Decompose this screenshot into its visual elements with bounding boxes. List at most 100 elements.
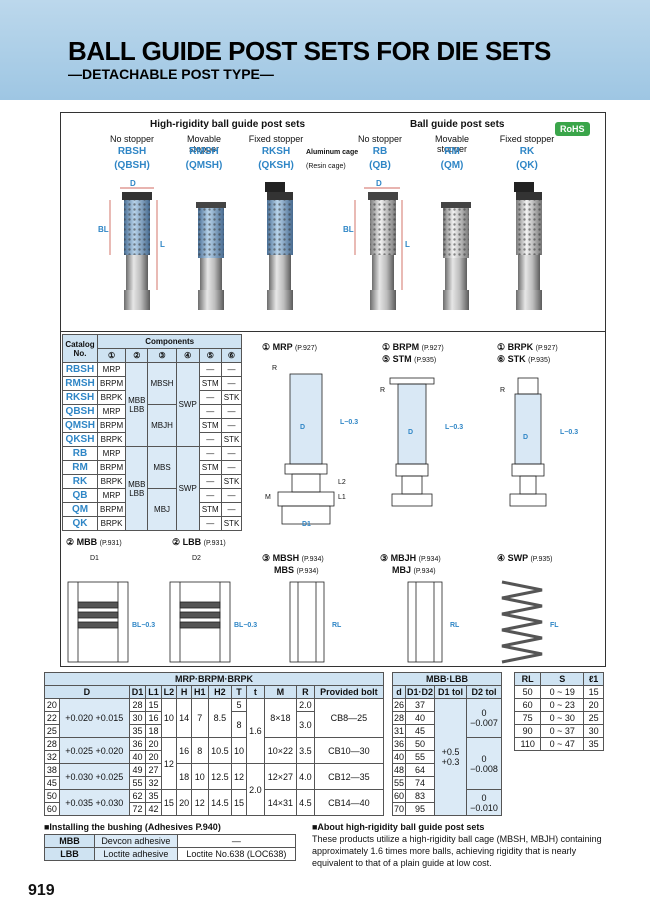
col-header: ① xyxy=(96,348,127,363)
col-header: d xyxy=(391,685,407,699)
cell: — xyxy=(198,516,222,531)
cell: — xyxy=(198,404,222,419)
section-divider xyxy=(60,331,606,332)
catalog-cell[interactable]: QBSH xyxy=(62,404,98,419)
cell: STM xyxy=(198,376,222,391)
catalog-cell[interactable]: RK xyxy=(62,474,98,489)
cell: MBJH xyxy=(147,404,177,447)
svg-text:D: D xyxy=(523,434,528,441)
catalog-cell[interactable]: RBSH xyxy=(62,362,98,377)
installing-title: ■Installing the bushing (Adhesives P.940… xyxy=(44,822,221,832)
col-header: D2 tol xyxy=(466,685,502,699)
table-row: QMSH BRPM STM — xyxy=(62,418,243,433)
product-alt-code[interactable]: (QK) xyxy=(516,160,538,171)
variant-label: No stopper xyxy=(357,134,403,144)
product-code[interactable]: RM xyxy=(444,146,460,157)
cell: — xyxy=(220,376,243,391)
product-photos: D BL L D BL L xyxy=(98,179,542,310)
page-header: BALL GUIDE POST SETS FOR DIE SETS —DETAC… xyxy=(0,0,650,100)
catalog-cell[interactable]: RM xyxy=(62,460,98,475)
cell: STM xyxy=(198,418,222,433)
svg-text:D2: D2 xyxy=(192,555,201,562)
table-row: QB MRP MBJ — — xyxy=(62,488,243,531)
svg-text:D1: D1 xyxy=(302,521,311,528)
cell: BRPK xyxy=(96,516,127,531)
catalog-cell[interactable]: QM xyxy=(62,502,98,517)
cell: MBJ xyxy=(147,488,177,531)
table-row: RM BRPM STM — xyxy=(62,460,243,475)
col-header: H1 xyxy=(191,685,209,699)
table-row: QM BRPM STM — xyxy=(62,502,243,517)
col-header: D1 tol xyxy=(434,685,468,699)
cell: — xyxy=(198,390,222,405)
product-code[interactable]: RBSH xyxy=(117,146,147,157)
photo-dimension-lines xyxy=(109,187,403,290)
photo-rm xyxy=(441,202,471,310)
svg-text:L2: L2 xyxy=(338,479,346,486)
drawing-label-stk: ⑥ STK (P.935) xyxy=(497,354,551,364)
variant-label: Fixed stopper xyxy=(499,134,555,144)
col-header: ⑥ xyxy=(220,348,243,363)
col-header: ③ xyxy=(147,348,177,363)
col-header: t xyxy=(245,685,265,699)
drawing-label-brpk: ① BRPK (P.927) xyxy=(497,342,558,352)
cage-note-aluminum: Aluminum cage xyxy=(306,149,359,156)
catalog-cell[interactable]: RKSH xyxy=(62,390,98,405)
product-code[interactable]: RMSH xyxy=(189,146,219,157)
catalog-cell[interactable]: QMSH xyxy=(62,418,98,433)
col-header: L2 xyxy=(160,685,178,699)
svg-text:BL−0.3: BL−0.3 xyxy=(234,622,257,629)
table-row: RB MRP MBB LBB MBS SWP — — xyxy=(62,446,243,531)
cell: MRP xyxy=(96,404,127,419)
col-header: RL xyxy=(513,672,542,686)
cell: BRPM xyxy=(96,418,127,433)
photo-rbsh xyxy=(122,192,152,310)
svg-text:M: M xyxy=(265,494,271,501)
table-row: QK BRPK — STK xyxy=(62,516,243,531)
catalog-cell[interactable]: QKSH xyxy=(62,432,98,447)
cell: STM xyxy=(198,502,222,517)
product-alt-code[interactable]: (QB) xyxy=(369,160,391,171)
cage-note-resin: (Resin cage) xyxy=(306,163,346,170)
cell: — xyxy=(198,432,222,447)
drawing-label-swp: ④ SWP (P.935) xyxy=(497,553,553,563)
cell: BRPM xyxy=(96,460,127,475)
product-code[interactable]: RK xyxy=(519,146,535,157)
variant-label: Movable stopper xyxy=(186,134,222,154)
product-code[interactable]: RB xyxy=(372,146,388,157)
table-row: 45 55 32 xyxy=(44,776,384,790)
table-row: QBSH MRP MBJH — — xyxy=(62,404,243,447)
svg-text:R: R xyxy=(380,387,385,394)
svg-text:FL: FL xyxy=(550,622,559,629)
svg-text:L−0.3: L−0.3 xyxy=(445,424,463,431)
product-code[interactable]: RKSH xyxy=(261,146,291,157)
svg-text:R: R xyxy=(500,387,505,394)
drawing-label-stm: ⑤ STM (P.935) xyxy=(382,354,437,364)
col-header: D1·D2 xyxy=(405,685,436,699)
svg-text:BL−0.3: BL−0.3 xyxy=(132,622,155,629)
svg-text:D: D xyxy=(408,429,413,436)
product-alt-code[interactable]: (QKSH) xyxy=(258,160,294,171)
catalog-cell[interactable]: RB xyxy=(62,446,98,461)
product-alt-code[interactable]: (QM) xyxy=(440,160,464,171)
cell: MRP xyxy=(96,488,127,503)
cell: — xyxy=(198,474,222,489)
catalog-cell[interactable]: RMSH xyxy=(62,376,98,391)
product-frame xyxy=(60,112,606,667)
product-alt-code[interactable]: (QMSH) xyxy=(185,160,223,171)
cell: BRPK xyxy=(96,474,127,489)
drawing-label-mbb: ② MBB (P.931) xyxy=(66,537,122,547)
catalog-cell[interactable]: QB xyxy=(62,488,98,503)
col-header: R xyxy=(296,685,315,699)
dim-label-l: L xyxy=(160,240,165,249)
svg-text:L1: L1 xyxy=(338,494,346,501)
product-alt-code[interactable]: (QBSH) xyxy=(114,160,150,171)
catalog-cell[interactable]: QK xyxy=(62,516,98,531)
col-header: ④ xyxy=(175,348,200,363)
svg-text:L−0.3: L−0.3 xyxy=(340,419,358,426)
